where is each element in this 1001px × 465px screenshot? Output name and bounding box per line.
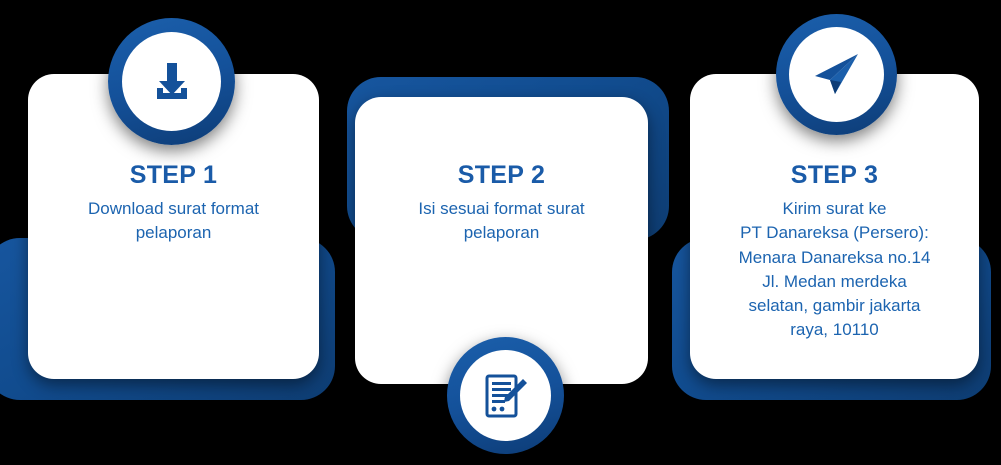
step-3-content: STEP 3 Kirim surat ke PT Danareksa (Pers… [706, 162, 963, 342]
step-2-content: STEP 2 Isi sesuai format surat pelaporan [371, 162, 632, 246]
step-2-card[interactable]: STEP 2 Isi sesuai format surat pelaporan [355, 97, 648, 384]
step-2-title: STEP 2 [457, 161, 546, 189]
step-3-title: STEP 3 [790, 161, 879, 189]
step-1-title: STEP 1 [129, 161, 218, 189]
document-pencil-icon [481, 371, 531, 421]
send-paper-plane-icon [811, 49, 863, 101]
step-1-icon-badge[interactable] [108, 18, 235, 145]
step-1-icon-circle [122, 32, 221, 131]
step-2-icon-circle [460, 350, 551, 441]
step-3-icon-badge[interactable] [776, 14, 897, 135]
step-3-icon-circle [789, 27, 884, 122]
step-1-description: Download surat format pelaporan [87, 199, 260, 243]
step-2-icon-badge[interactable] [447, 337, 564, 454]
step-1-content: STEP 1 Download surat format pelaporan [44, 162, 303, 246]
step-3-description: Kirim surat ke PT Danareksa (Persero): M… [738, 199, 931, 339]
step-2-description: Isi sesuai format surat pelaporan [418, 199, 585, 243]
download-icon [145, 55, 199, 109]
